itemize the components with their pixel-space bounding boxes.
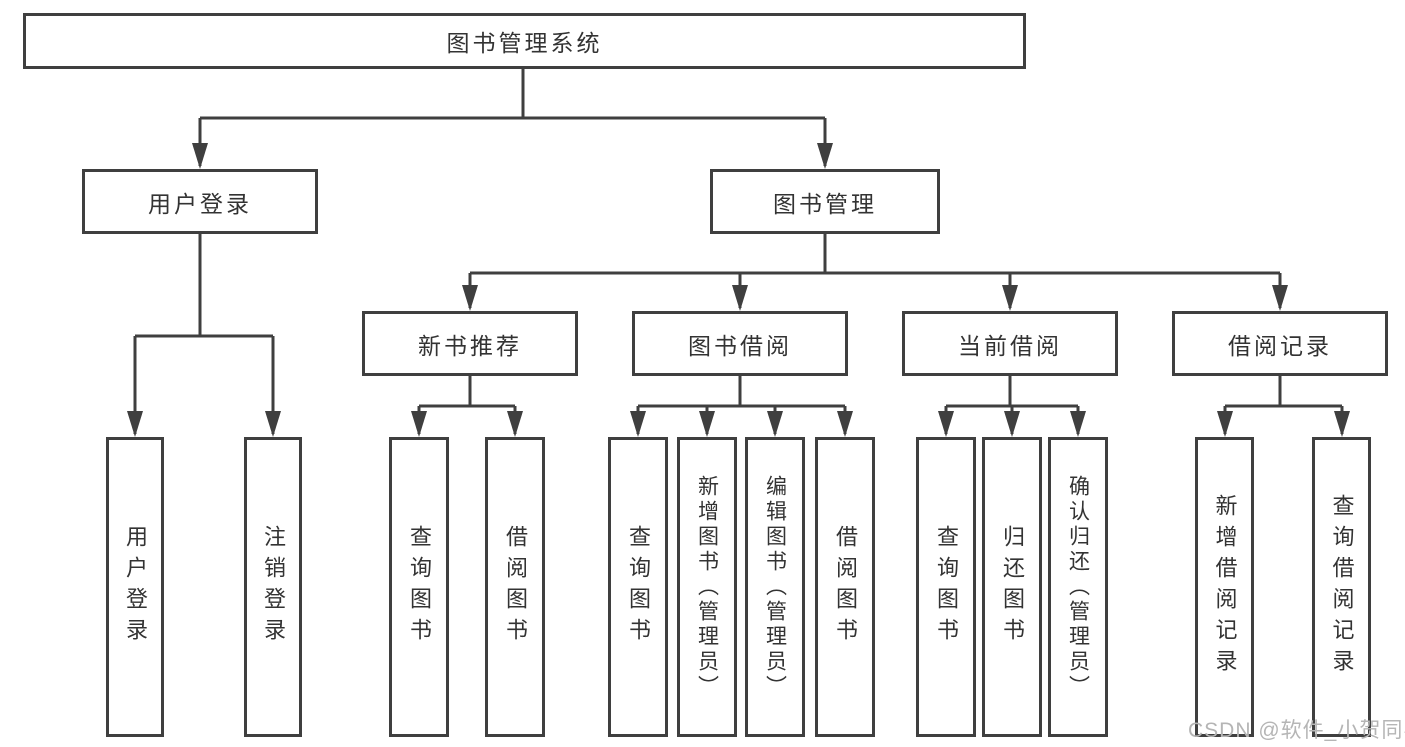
leaf-label: 确认归还（管理员） — [1066, 474, 1090, 700]
node-leaf-add-book-admin: 新增图书（管理员） — [677, 437, 737, 737]
node-book-management: 图书管理 — [710, 169, 940, 234]
node-leaf-borrow-book-2: 借阅图书 — [815, 437, 875, 737]
node-book-borrow: 图书借阅 — [632, 311, 848, 376]
leaf-label: 查询图书 — [626, 525, 651, 649]
arrowheads — [127, 143, 1350, 437]
node-leaf-add-borrow-record: 新增借阅记录 — [1195, 437, 1254, 737]
node-leaf-query-book-2: 查询图书 — [608, 437, 668, 737]
node-leaf-logout: 注销登录 — [244, 437, 302, 737]
node-leaf-edit-book-admin: 编辑图书（管理员） — [745, 437, 805, 737]
node-user-login: 用户登录 — [82, 169, 318, 234]
node-leaf-query-borrow-record: 查询借阅记录 — [1312, 437, 1371, 737]
csdn-watermark: CSDN @软件_小贺同学 — [1188, 719, 1405, 742]
leaf-label: 查询借阅记录 — [1329, 494, 1355, 680]
node-borrow-record: 借阅记录 — [1172, 311, 1388, 376]
leaf-label: 归还图书 — [1000, 525, 1025, 649]
leaf-label: 查询图书 — [407, 525, 432, 649]
leaf-label: 新增借阅记录 — [1212, 494, 1238, 680]
leaf-label: 用户登录 — [123, 525, 148, 649]
leaf-label: 查询图书 — [934, 525, 959, 649]
node-leaf-user-login: 用户登录 — [106, 437, 164, 737]
leaf-label: 借阅图书 — [503, 525, 528, 649]
node-leaf-query-book-3: 查询图书 — [916, 437, 976, 737]
node-leaf-confirm-return-admin: 确认归还（管理员） — [1048, 437, 1108, 737]
leaf-label: 注销登录 — [261, 525, 286, 649]
leaf-label: 编辑图书（管理员） — [763, 474, 787, 700]
node-root: 图书管理系统 — [23, 13, 1026, 69]
leaf-label: 新增图书（管理员） — [695, 474, 719, 700]
leaf-label: 借阅图书 — [833, 525, 858, 649]
node-leaf-query-book-1: 查询图书 — [389, 437, 449, 737]
node-current-borrow: 当前借阅 — [902, 311, 1118, 376]
node-leaf-return-book: 归还图书 — [982, 437, 1042, 737]
node-new-book-recommend: 新书推荐 — [362, 311, 578, 376]
node-leaf-borrow-book-1: 借阅图书 — [485, 437, 545, 737]
